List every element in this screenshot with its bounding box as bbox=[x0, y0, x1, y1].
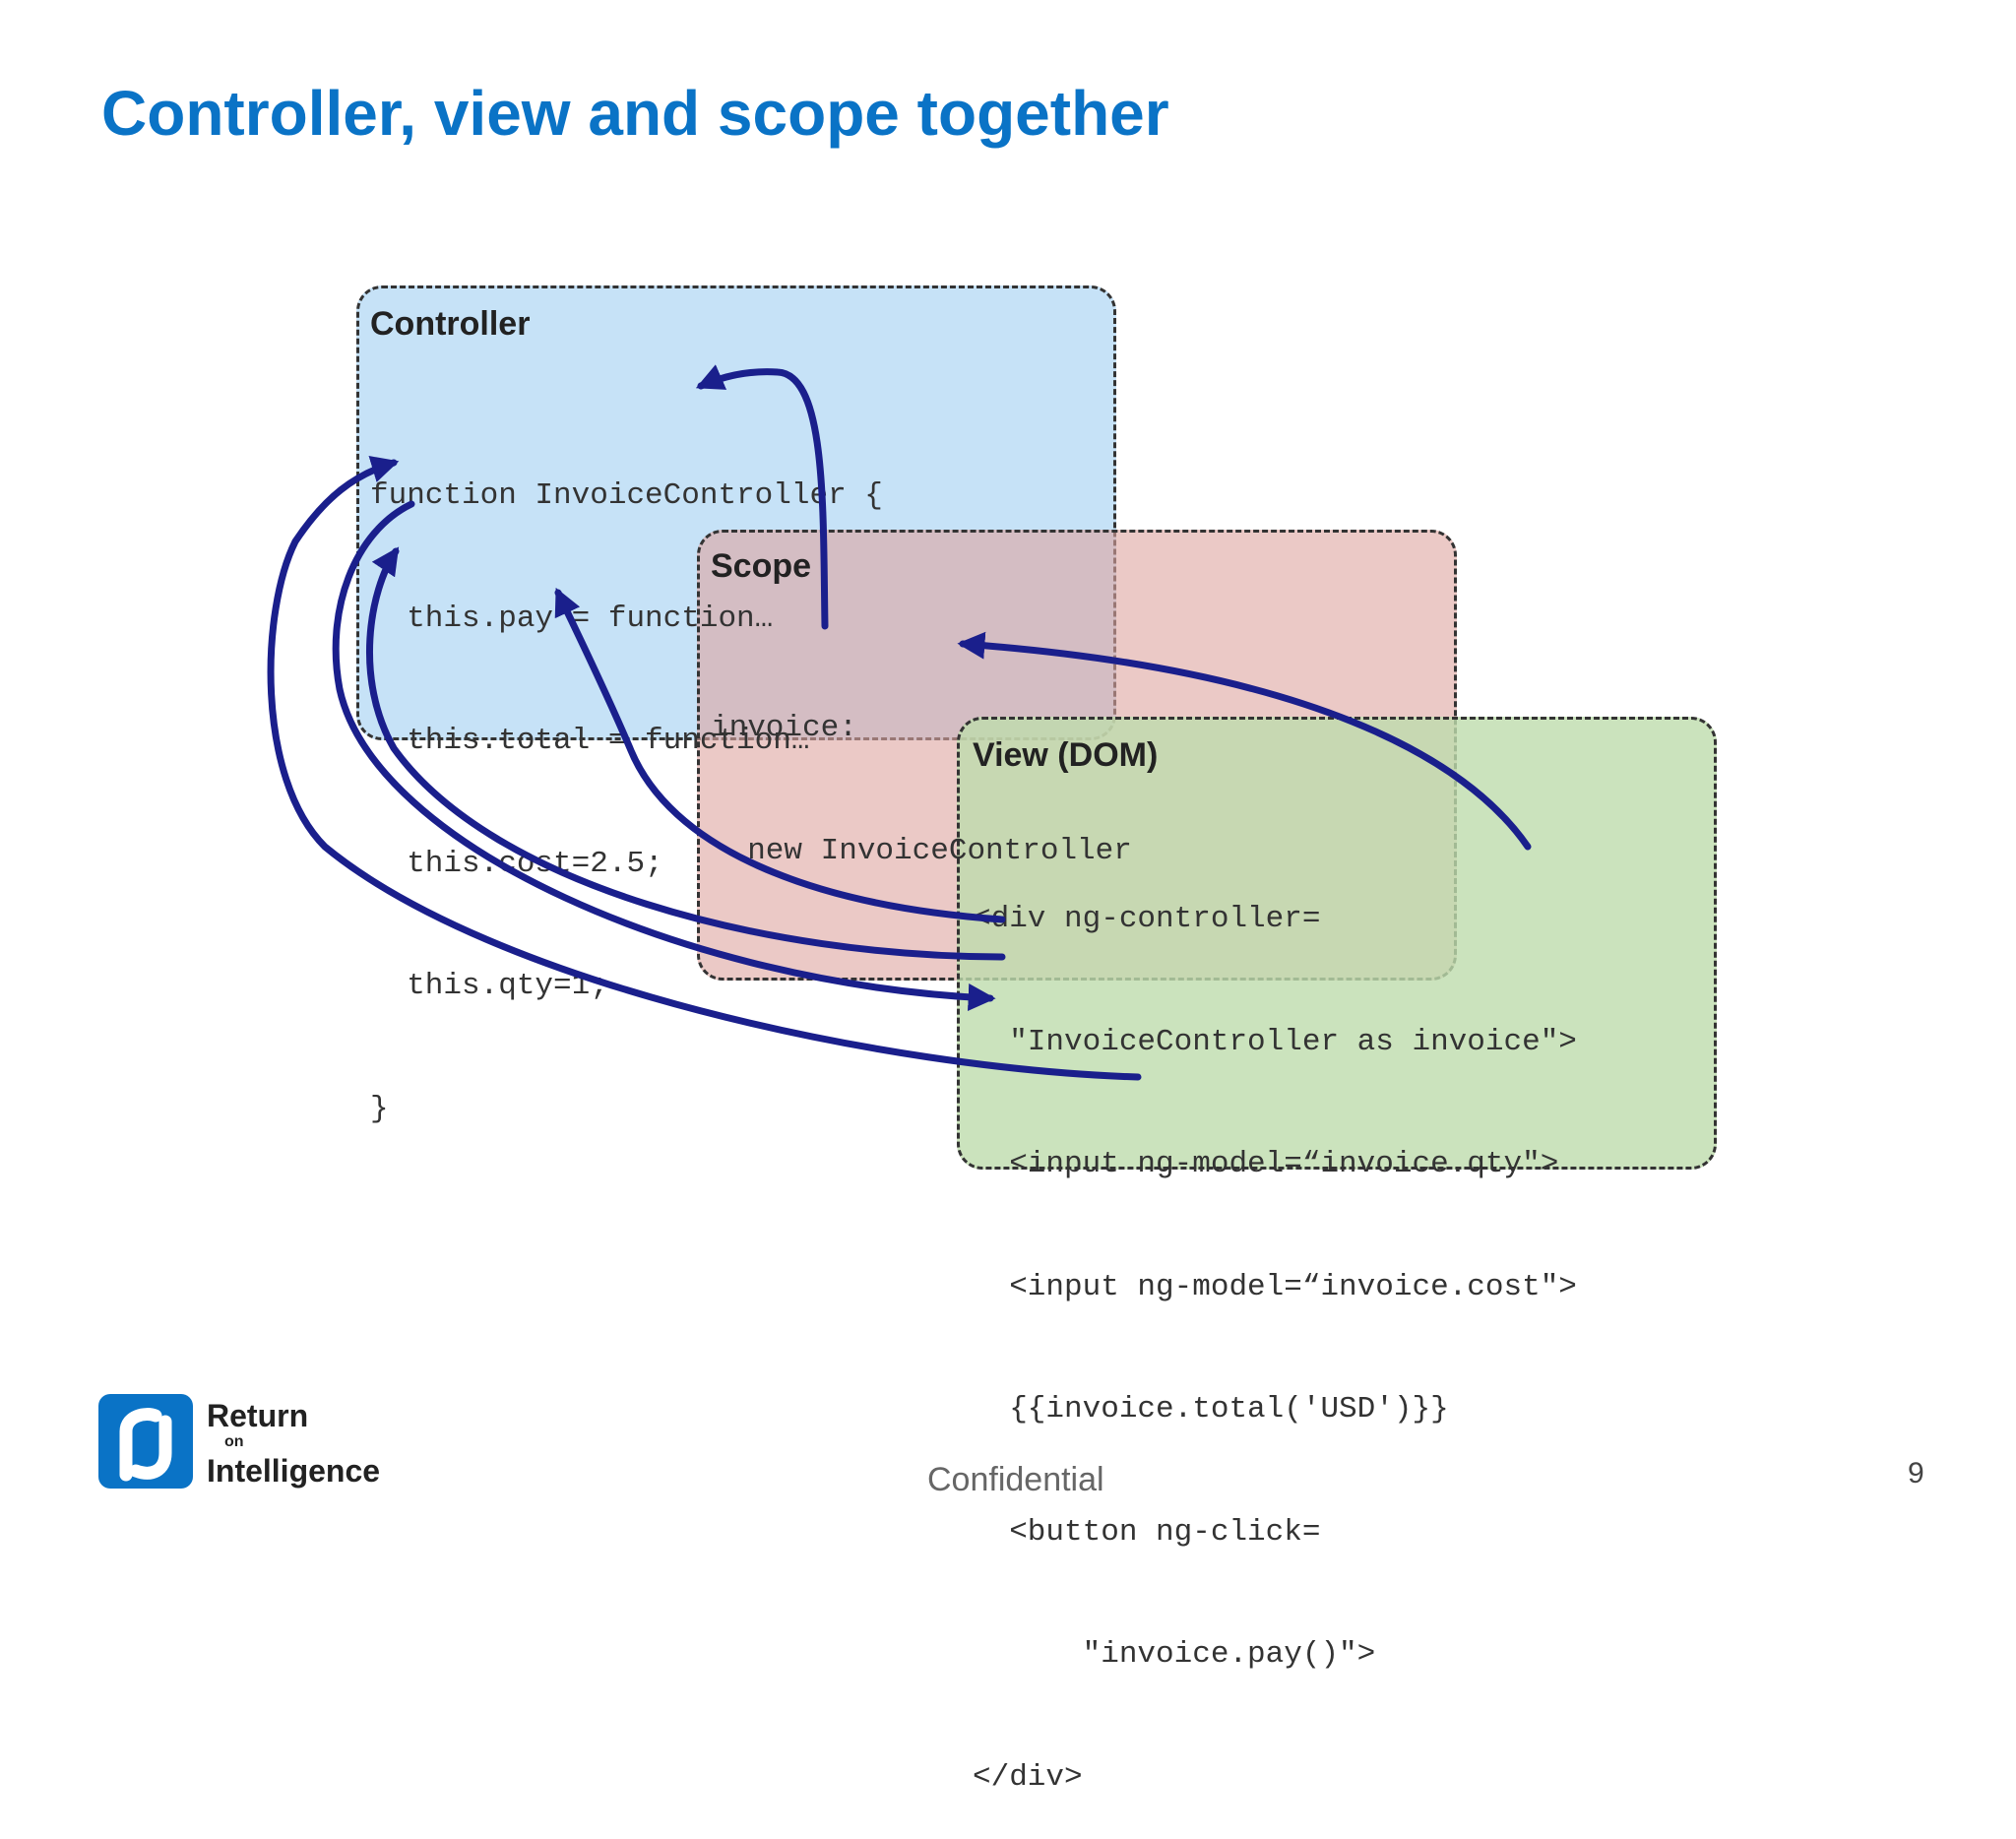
code-line: {{invoice.total('USD')}} bbox=[973, 1392, 1449, 1427]
binding-arrows bbox=[267, 364, 1532, 1081]
page-number: 9 bbox=[1908, 1457, 1924, 1490]
view-title: View (DOM) bbox=[973, 736, 1159, 774]
arrow-scope-to-controller bbox=[695, 364, 829, 630]
scope-code: invoice: new InvoiceController bbox=[711, 626, 1132, 913]
logo-line-return: Return bbox=[207, 1398, 309, 1433]
view-panel bbox=[957, 717, 1717, 1170]
code-line: "InvoiceController as invoice"> bbox=[973, 1024, 1577, 1059]
arrow-pay-binding bbox=[267, 456, 1142, 1081]
footer-confidential: Confidential bbox=[927, 1461, 1104, 1498]
code-line: <input ng-model=“invoice.cost"> bbox=[973, 1269, 1577, 1304]
logo-line-on: on bbox=[224, 1433, 244, 1450]
arrow-total-binding bbox=[332, 500, 996, 1011]
arrow-cost-binding bbox=[366, 546, 1006, 961]
code-line: <div ng-controller= bbox=[973, 902, 1321, 936]
code-line: invoice: bbox=[711, 711, 857, 745]
slide-title: Controller, view and scope together bbox=[101, 78, 1169, 149]
controller-code: function InvoiceController { this.pay = … bbox=[370, 394, 883, 1171]
logo-line-intelligence: Intelligence bbox=[207, 1453, 381, 1489]
code-line: <button ng-click= bbox=[973, 1514, 1321, 1550]
ri-logo-icon bbox=[98, 1394, 193, 1489]
arrow-view-to-scope bbox=[957, 631, 1532, 851]
code-line: "invoice.pay()"> bbox=[973, 1637, 1376, 1672]
code-line: function InvoiceController { bbox=[370, 478, 883, 513]
scope-title: Scope bbox=[711, 547, 812, 585]
code-line: </div> bbox=[973, 1759, 1083, 1795]
arrow-qty-binding bbox=[554, 587, 1006, 923]
code-line: } bbox=[370, 1091, 389, 1126]
controller-title: Controller bbox=[370, 305, 531, 343]
code-line: new InvoiceController bbox=[711, 833, 1132, 868]
company-logo: Return on Intelligence bbox=[96, 1392, 380, 1495]
code-line: <input ng-model=“invoice.qty"> bbox=[973, 1147, 1559, 1181]
code-line: this.total = function… bbox=[370, 724, 810, 758]
